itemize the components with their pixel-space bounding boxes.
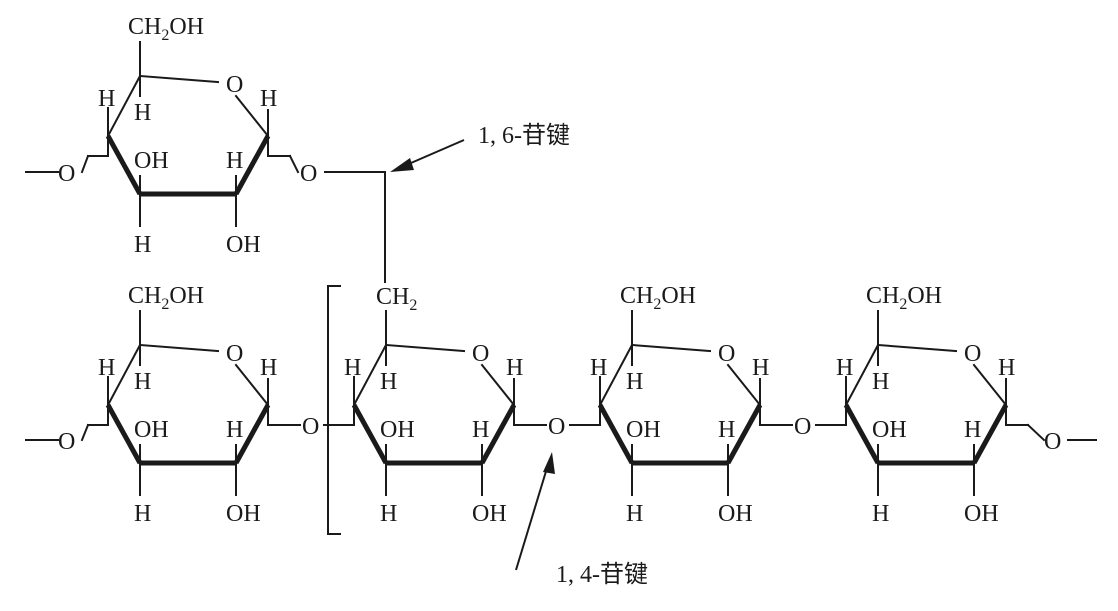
c4-hydrogen: H (836, 355, 853, 381)
c2-hydrogen: H (472, 417, 489, 443)
c5-hydrogen: H (134, 369, 151, 395)
glycosidic-oxygen-3-4: O (794, 414, 811, 440)
arrow-1-4-shaft (515, 467, 548, 571)
ring-bond-c4-c3 (351, 403, 389, 465)
ring-bond-c5-o (138, 74, 220, 84)
branch-c1-o-link (288, 154, 300, 174)
c2-hydroxyl: OH (226, 232, 261, 258)
glucose-rings: OCH2OHHHOHHHOHHOCH2OHHHOHHHOHHOHHOHHHOHH… (25, 14, 1097, 527)
branch-oxygen-atom: O (300, 161, 317, 187)
arrow-1-4-head (543, 452, 555, 474)
c3-hydroxyl: OH (872, 417, 907, 443)
ring-bond-c2-c1 (233, 134, 271, 196)
ring-bond-c5-o (630, 343, 712, 353)
c1-hydrogen: H (260, 355, 277, 381)
c2-hydroxyl: OH (964, 501, 999, 527)
c3-hydrogen: H (380, 501, 397, 527)
ring-bond-c5-c4 (598, 343, 634, 407)
ring-bond-o-c1 (972, 363, 1008, 407)
ring-bond-c4-c3 (105, 403, 143, 465)
label-1-6-glycosidic-bond: 1, 6-苷键 (478, 122, 570, 149)
ring-bond-c5-c4 (844, 343, 880, 407)
ch2oh-group: CH2OH (128, 14, 204, 44)
c3-hydrogen: H (134, 232, 151, 258)
ring-bond-c4-c3 (105, 134, 143, 196)
glycosidic-oxygen-2-3: O (548, 414, 565, 440)
ring-bond-c5-c4 (106, 74, 142, 138)
c4-hydrogen: H (344, 355, 361, 381)
ring-bond-c2-c1 (233, 403, 271, 465)
branch-bracket (327, 285, 341, 535)
arrow-1-6-head (390, 158, 414, 172)
ring-oxygen-atom: O (226, 341, 243, 367)
ring-oxygen-atom: O (472, 341, 489, 367)
bridge-ch2-label: CH2 (376, 284, 417, 314)
ring-bond-o-c1 (234, 363, 270, 407)
ch2oh-group: CH2OH (620, 283, 696, 313)
c3-hydroxyl: OH (626, 417, 661, 443)
c3-hydroxyl: OH (134, 148, 169, 174)
ring-oxygen-atom: O (718, 341, 735, 367)
ring-bond-c5-c4 (352, 343, 388, 407)
arrow-1-6-shaft (403, 139, 465, 167)
ring-bond-c4-c3 (597, 403, 635, 465)
c2-hydrogen: H (964, 417, 981, 443)
ring-bond-c5-o (876, 343, 958, 353)
ring-bond-c5-o (138, 343, 220, 353)
c2-hydroxyl: OH (472, 501, 507, 527)
chain-left-link (80, 423, 90, 442)
c4-hydrogen: H (590, 355, 607, 381)
c3-hydrogen: H (626, 501, 643, 527)
ring-bond-c2-c1 (725, 403, 763, 465)
c1-hydrogen: H (260, 86, 277, 112)
c3-hydroxyl: OH (134, 417, 169, 443)
top-left-link (80, 154, 90, 174)
chain-right-link (1026, 423, 1046, 442)
c2-hydrogen: H (718, 417, 735, 443)
ring-bond-c5-o (384, 343, 466, 353)
c2-hydroxyl: OH (226, 501, 261, 527)
ch2oh-group: CH2OH (866, 283, 942, 313)
c4-hydrogen: H (98, 86, 115, 112)
c5-hydrogen: H (380, 369, 397, 395)
ring-oxygen-atom: O (964, 341, 981, 367)
chain-left-oxygen: O (58, 429, 75, 455)
label-1-4-glycosidic-bond: 1, 4-苷键 (556, 561, 648, 588)
ring-bond-c4-c3 (843, 403, 881, 465)
ch2oh-group: CH2OH (128, 283, 204, 313)
c1-hydrogen: H (752, 355, 769, 381)
ring-bond-c2-c1 (971, 403, 1009, 465)
ring-bond-o-c1 (234, 94, 270, 138)
c1-hydrogen: H (506, 355, 523, 381)
chain-right-oxygen: O (1044, 429, 1061, 455)
ring-oxygen-atom: O (226, 72, 243, 98)
ring-bond-c2-c1 (479, 403, 517, 465)
c1-hydrogen: H (998, 355, 1015, 381)
c5-hydrogen: H (134, 100, 151, 126)
c2-hydroxyl: OH (718, 501, 753, 527)
c3-hydrogen: H (134, 501, 151, 527)
ring-bond-o-c1 (480, 363, 516, 407)
c3-hydrogen: H (872, 501, 889, 527)
c5-hydrogen: H (626, 369, 643, 395)
c3-hydroxyl: OH (380, 417, 415, 443)
c2-hydrogen: H (226, 148, 243, 174)
top-left-oxygen: O (58, 161, 75, 187)
c2-hydrogen: H (226, 417, 243, 443)
c4-hydrogen: H (98, 355, 115, 381)
ring-bond-o-c1 (726, 363, 762, 407)
c5-hydrogen: H (872, 369, 889, 395)
ring-bond-c5-c4 (106, 343, 142, 407)
glycosidic-oxygen-1-2: O (302, 414, 319, 440)
